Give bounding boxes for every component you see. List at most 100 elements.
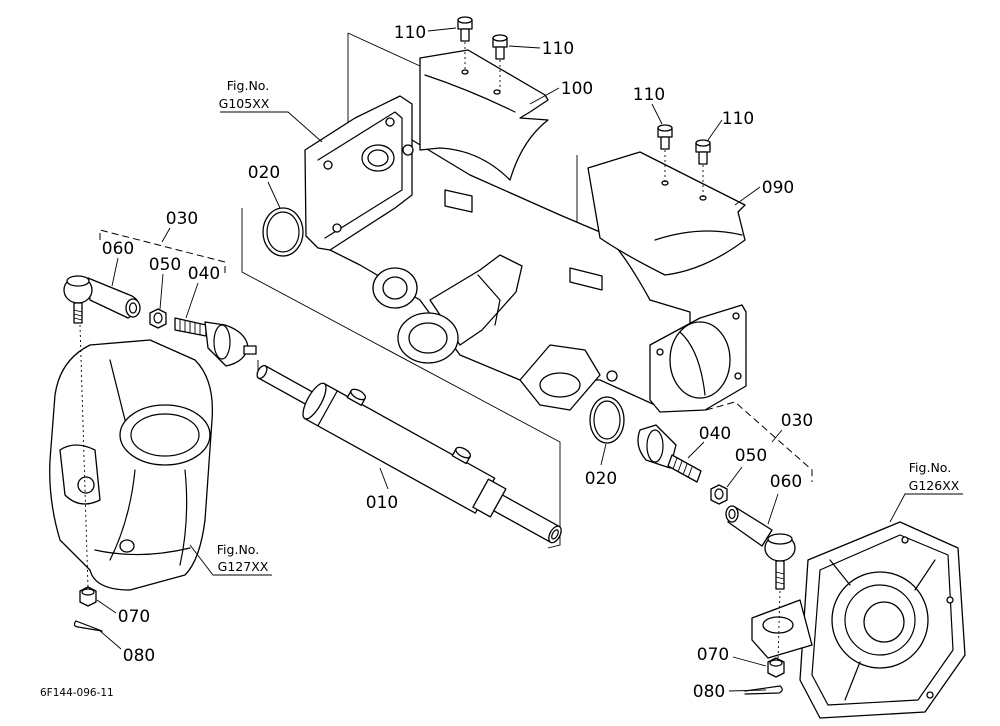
right-gearcase-rib xyxy=(914,559,936,591)
tie-rod-end-bore xyxy=(128,302,138,314)
cover-100-hole xyxy=(493,89,501,95)
cover-100-sheet xyxy=(419,49,549,181)
right-gearcase-rib xyxy=(844,661,861,701)
callout-050: 050 xyxy=(735,446,767,466)
joint-stud xyxy=(243,345,257,355)
flange-bolt-hole xyxy=(656,348,664,356)
snap-ring-inner xyxy=(593,400,621,440)
leader-line xyxy=(728,689,767,692)
callout-110: 110 xyxy=(722,109,754,129)
snap-ring-020-left xyxy=(262,207,304,257)
cylinder-barrel-seam xyxy=(317,390,338,427)
flange-bolt-hole xyxy=(901,536,909,544)
nut-body xyxy=(149,308,167,329)
tie-rod-end-eye xyxy=(125,298,141,318)
right-knuckle-eye xyxy=(762,616,794,634)
snap-ring-outer xyxy=(262,207,304,257)
callout-080: 080 xyxy=(123,646,155,666)
fig-ref-g126: Fig.No. G126XX xyxy=(909,460,960,493)
cylinder-barrel xyxy=(304,382,496,514)
fig-ref-g105: Fig.No. G105XX xyxy=(219,78,270,111)
callout-040: 040 xyxy=(188,264,220,284)
leader-line xyxy=(98,629,122,650)
cover-090-sheet xyxy=(587,151,746,276)
leader-line xyxy=(600,443,607,466)
left-gearcase-body xyxy=(49,339,214,591)
joint-seam xyxy=(213,324,231,360)
pin-shaft xyxy=(75,620,103,632)
snap-ring-020-right xyxy=(589,396,625,444)
bolt-110 xyxy=(492,34,508,91)
bolt-head-top xyxy=(695,139,711,147)
leader-line xyxy=(508,45,541,49)
fig-ref-label: Fig.No. xyxy=(909,460,951,475)
tie-rod-end-cap xyxy=(66,275,90,287)
cylinder-port-top xyxy=(350,388,367,401)
left-gearcase-plug xyxy=(119,539,135,553)
callout-020: 020 xyxy=(585,469,617,489)
bolt-110 xyxy=(457,16,473,71)
leader-line xyxy=(159,273,164,310)
tie-rod-end-eye xyxy=(725,505,739,523)
fig-ref-code: G105XX xyxy=(219,96,270,111)
bolt-110 xyxy=(657,124,673,182)
tie-rod-end-060-right xyxy=(725,505,796,590)
leader-line xyxy=(651,103,663,125)
cylinder-rod-right-bore xyxy=(551,529,559,540)
snap-ring-inner xyxy=(266,211,300,253)
cover-100-hole xyxy=(461,69,469,75)
leader-line xyxy=(726,466,743,488)
pivot-tube-bore xyxy=(408,322,448,354)
callout-010: 010 xyxy=(366,493,398,513)
fig-ref-code: G127XX xyxy=(218,559,269,574)
right-flange-opening xyxy=(669,321,731,399)
drawing-number: 6F144-096-11 xyxy=(40,687,114,699)
nut-bore xyxy=(714,488,724,500)
cover-100 xyxy=(419,49,549,181)
left-gearcase-rib xyxy=(109,359,126,421)
bolt-head-top xyxy=(657,124,673,132)
nut-top xyxy=(81,588,95,596)
cylinder-port-top xyxy=(455,446,472,459)
leader-line xyxy=(96,599,117,614)
bolt-shank xyxy=(698,151,708,165)
right-gearcase-bore-inner xyxy=(863,601,905,643)
callout-110: 110 xyxy=(394,23,426,43)
leader-line xyxy=(529,87,560,105)
pivot-boss-bore xyxy=(382,276,408,300)
fig-ref-label: Fig.No. xyxy=(217,542,259,557)
castle-nut-070-left xyxy=(79,586,97,607)
stud-axis xyxy=(79,324,89,589)
center-bracket xyxy=(429,254,523,346)
flange-bolt-hole xyxy=(946,596,954,604)
joint-thread-lines xyxy=(179,319,201,335)
axle-housing xyxy=(304,95,747,413)
bolts-110 xyxy=(457,16,711,197)
tie-rod-end-bore xyxy=(728,508,736,520)
fig-ref-g127: Fig.No. G127XX xyxy=(217,542,269,574)
leader-line xyxy=(111,257,119,287)
right-flange-inner xyxy=(679,331,706,396)
right-gearcase-bore-ring xyxy=(844,584,916,656)
pin-080-left xyxy=(73,620,103,632)
left-gearcase-bore xyxy=(119,404,211,466)
nut-body xyxy=(767,657,785,678)
callout-070: 070 xyxy=(118,607,150,627)
callout-060: 060 xyxy=(102,239,134,259)
callout-090: 090 xyxy=(762,178,794,198)
cover-100-fold xyxy=(424,74,516,113)
bolt-shank xyxy=(660,136,670,150)
leader-line xyxy=(379,467,389,490)
leader-line xyxy=(161,227,171,243)
left-gearcase xyxy=(49,339,214,591)
left-gearcase-rib xyxy=(109,469,136,561)
callout-040: 040 xyxy=(699,424,731,444)
nut-body xyxy=(79,586,97,607)
leader-line xyxy=(267,181,281,209)
cover-090-edge xyxy=(654,230,743,241)
leader-line xyxy=(732,656,767,667)
alignment-line xyxy=(347,32,421,67)
bracket-rib xyxy=(477,274,501,326)
flange-bolt-hole xyxy=(323,160,333,170)
